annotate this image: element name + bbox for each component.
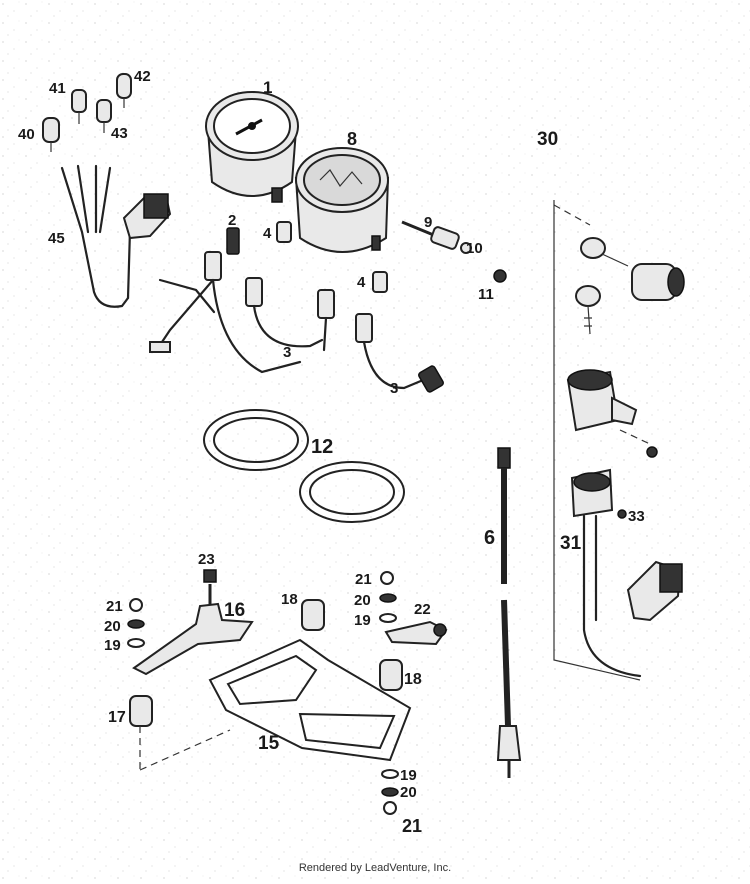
label-part-19b: 19	[354, 612, 371, 629]
wire-harness-45	[60, 164, 172, 308]
label-part-4a: 4	[263, 225, 272, 242]
label-part-43: 43	[111, 125, 128, 142]
nut-4-lower	[372, 271, 388, 293]
label-part-40: 40	[18, 126, 35, 143]
washer-19-bottom	[381, 769, 399, 779]
speedometer-cable-6	[496, 447, 522, 778]
nut-21-left	[129, 598, 143, 612]
washer-10	[460, 242, 472, 254]
label-part-18b: 18	[404, 671, 422, 688]
gasket-15	[208, 638, 412, 762]
label-part-31: 31	[560, 533, 582, 554]
label-part-9: 9	[424, 214, 432, 231]
label-part-11: 11	[478, 286, 494, 303]
label-part-4b: 4	[357, 274, 366, 291]
label-part-20b: 20	[354, 592, 371, 609]
mount-18-lower	[379, 659, 403, 691]
bulb-43	[96, 99, 112, 133]
label-part-20c: 20	[400, 784, 417, 801]
label-part-12: 12	[311, 436, 333, 458]
label-part-41: 41	[49, 80, 66, 97]
bulb-40	[42, 117, 60, 152]
label-part-22: 22	[414, 601, 431, 618]
footer-credit: Rendered by LeadVenture, Inc.	[298, 862, 452, 874]
assembly-leader-line	[139, 729, 231, 771]
washer-19-left	[127, 638, 145, 648]
label-part-3b: 3	[390, 380, 398, 397]
bezel-ring-12-lower	[299, 461, 405, 523]
washer-19-right	[379, 613, 397, 623]
label-part-33: 33	[628, 508, 645, 525]
bezel-ring-12-upper	[203, 409, 309, 471]
mount-18-upper	[301, 599, 325, 631]
gauge-8	[294, 147, 390, 253]
ignition-switch-30	[553, 200, 685, 681]
washer-20-right	[379, 593, 397, 603]
label-part-19a: 19	[104, 637, 121, 654]
label-part-18a: 18	[281, 591, 298, 608]
label-part-21b: 21	[355, 571, 372, 588]
bracket-22	[384, 620, 448, 646]
label-part-21c: 21	[402, 816, 422, 836]
label-part-42: 42	[134, 68, 151, 85]
label-part-23: 23	[198, 551, 215, 568]
nut-4-upper	[276, 221, 292, 243]
label-part-21a: 21	[106, 598, 123, 615]
label-part-20a: 20	[104, 618, 121, 635]
label-part-3a: 3	[283, 344, 291, 361]
label-part-30: 30	[537, 129, 558, 150]
sender-9	[401, 220, 460, 250]
nut-21-bottom	[383, 801, 397, 815]
bulb-42	[116, 73, 132, 108]
bulb-41	[71, 89, 87, 124]
label-part-45: 45	[48, 230, 65, 247]
label-part-15: 15	[258, 733, 280, 754]
gauge-1	[205, 91, 299, 203]
socket-2	[226, 227, 240, 255]
bracket-16	[132, 569, 254, 676]
washer-20-bottom	[381, 787, 399, 797]
label-part-2: 2	[228, 212, 236, 229]
label-part-8: 8	[347, 129, 357, 149]
label-part-10: 10	[466, 240, 483, 257]
label-part-17: 17	[108, 709, 126, 726]
label-part-1: 1	[263, 78, 272, 97]
mount-17	[129, 695, 153, 727]
label-part-19c: 19	[400, 767, 417, 784]
label-part-16: 16	[224, 600, 245, 621]
label-part-6: 6	[484, 527, 495, 549]
lead-wires-3	[149, 251, 444, 393]
nut-21-right	[380, 571, 394, 585]
nut-11	[493, 269, 507, 283]
washer-20-left	[127, 619, 145, 629]
